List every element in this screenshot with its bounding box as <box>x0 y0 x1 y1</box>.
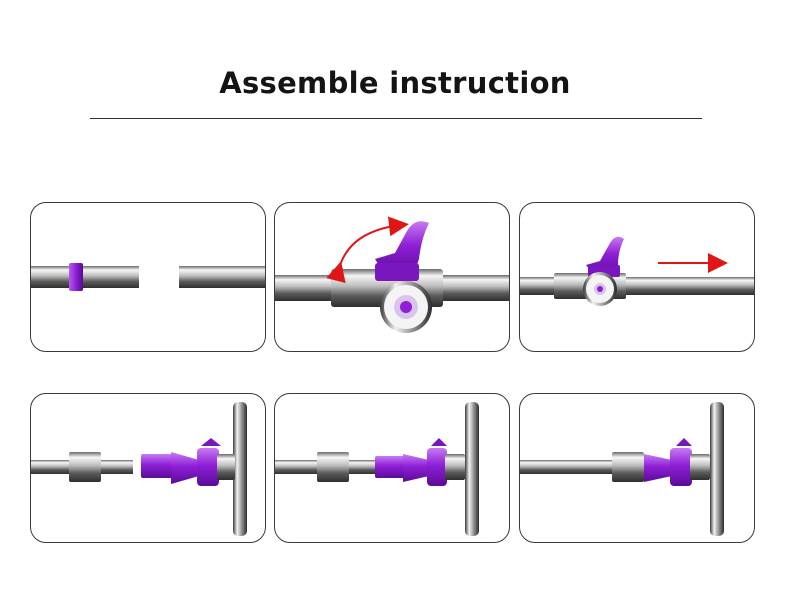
page-title: Assemble instruction <box>219 66 571 100</box>
step-panel-4 <box>30 393 266 543</box>
rotate-clamp-icon <box>275 216 509 333</box>
step-panel-5 <box>274 393 510 543</box>
rod-separated-with-ring-icon <box>31 263 265 291</box>
title-divider <box>90 118 702 119</box>
slide-clamp-right-icon <box>520 236 754 306</box>
rod-mounted-icon <box>520 402 724 536</box>
insert-into-mount-icon <box>275 402 479 536</box>
step-panel-2 <box>274 202 510 352</box>
attach-mount-icon <box>31 402 247 536</box>
step-panel-3 <box>519 202 755 352</box>
step-panel-1 <box>30 202 266 352</box>
step-panel-6 <box>519 393 755 543</box>
